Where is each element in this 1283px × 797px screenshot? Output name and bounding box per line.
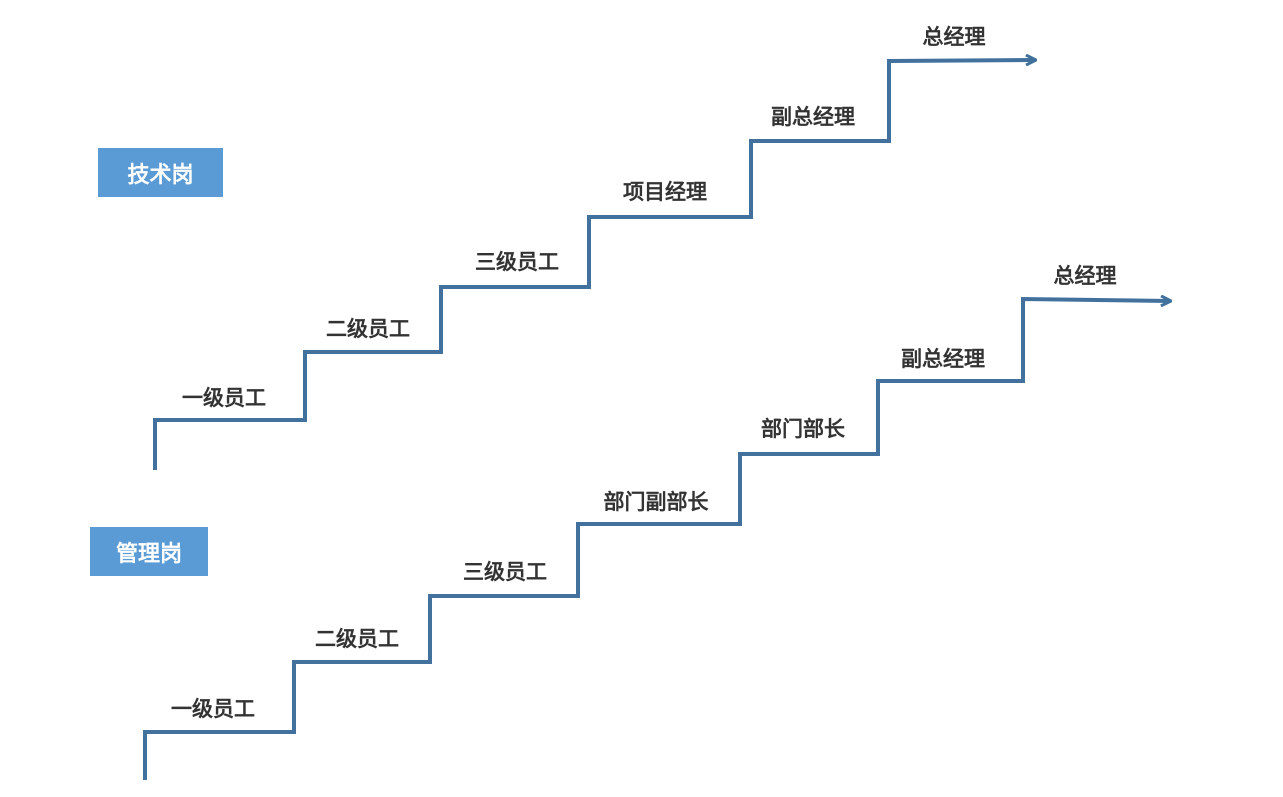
step-label: 总经理 [923, 25, 986, 49]
step-label: 部门副部长 [604, 490, 710, 514]
steps-technical: 一级员工 二级员工 三级员工 项目经理 副总经理 总经理 [182, 25, 986, 410]
stair-line-technical [153, 60, 1035, 470]
step-label: 副总经理 [901, 347, 985, 371]
step-label: 一级员工 [171, 697, 255, 721]
step-label: 三级员工 [463, 560, 547, 584]
step-label: 副总经理 [771, 105, 855, 129]
track-label-technical: 技术岗 [98, 148, 223, 197]
track-title-technical: 技术岗 [127, 162, 194, 188]
stair-line-management [143, 299, 1170, 780]
step-label: 一级员工 [182, 386, 266, 410]
track-label-management: 管理岗 [90, 527, 208, 576]
step-label: 三级员工 [475, 250, 559, 274]
step-label: 二级员工 [315, 627, 399, 651]
step-label: 总经理 [1054, 264, 1117, 288]
step-label: 部门部长 [761, 417, 846, 441]
step-label: 项目经理 [623, 180, 707, 204]
step-label: 二级员工 [326, 317, 410, 341]
steps-management: 一级员工 二级员工 三级员工 部门副部长 部门部长 副总经理 总经理 [171, 264, 1117, 721]
track-title-management: 管理岗 [115, 541, 182, 567]
